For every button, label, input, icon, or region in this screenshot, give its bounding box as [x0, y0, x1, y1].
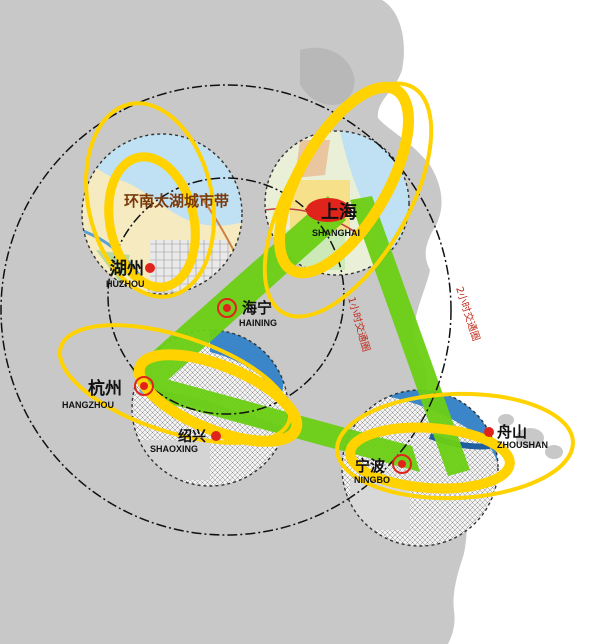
two-hour-circle — [0, 84, 452, 536]
huzhou-marker — [145, 263, 155, 273]
island — [545, 445, 563, 459]
corridor-shanghai-hangzhou — [132, 196, 346, 396]
shaoxing-name-en: SHAOXING — [150, 444, 198, 454]
zhoushan-marker — [484, 427, 494, 437]
ningbo-ring-inner — [345, 422, 515, 494]
hangzhou-marker-ring — [134, 376, 154, 396]
coastline-shadow — [300, 47, 355, 106]
haining-name-cn: 海宁 — [242, 299, 272, 317]
hangzhou-name-en: HANGZHOU — [62, 400, 114, 410]
zhoushan-name-en: ZHOUSHAN — [497, 440, 548, 450]
shanghai-name-en: SHANGHAI — [312, 228, 360, 238]
corridor-shanghai-ningbo — [350, 196, 470, 476]
ningbo-marker — [398, 460, 406, 468]
shanghai-ring-inner — [274, 81, 414, 279]
ningbo-name-cn: 宁波 — [355, 457, 386, 475]
hangzhou-name-cn: 杭州 — [88, 378, 122, 399]
two-hour-ring-label: 2小时交通圈 — [453, 285, 483, 343]
huzhou-ring-outer — [84, 101, 216, 299]
ningbo-ring-outer — [335, 391, 575, 501]
shanghai-name-cn: 上海 — [321, 201, 357, 223]
region-label: 环南太湖城市带 — [124, 192, 229, 210]
haining-name-en: HAINING — [239, 318, 277, 328]
ningbo-marker-ring — [392, 454, 412, 474]
huzhou-ring-inner — [104, 152, 200, 292]
haining-marker-ring — [217, 298, 237, 318]
yellow-rings — [57, 81, 575, 501]
shanghai-marker — [306, 198, 350, 222]
shaoxing-name-cn: 绍兴 — [178, 428, 206, 445]
huzhou-inset-border — [81, 133, 243, 295]
ningbo-name-en: NINGBO — [354, 475, 390, 485]
hangzhou-ring-inner — [133, 349, 303, 447]
shanghai-inset-border — [264, 130, 410, 276]
huzhou-name-cn: 湖州 — [110, 259, 144, 279]
hangzhou-marker — [140, 382, 148, 390]
hangzhou-ring-outer — [57, 323, 293, 445]
island — [498, 414, 514, 426]
zhoushan-name-cn: 舟山 — [497, 423, 527, 441]
island — [516, 428, 544, 448]
shaoxing-marker — [211, 431, 221, 441]
haining-marker — [223, 304, 231, 312]
huzhou-name-en: HUZHOU — [106, 279, 145, 289]
